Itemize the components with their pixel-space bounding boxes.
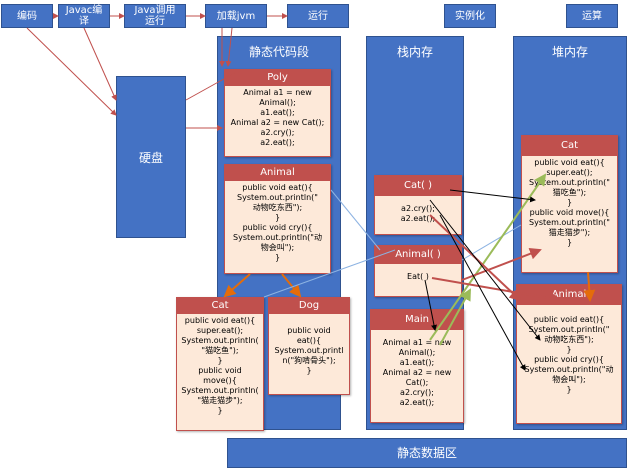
arrow-heap-cat-animal [583, 271, 596, 302]
disk-box: 硬盘 [116, 76, 186, 238]
step-encode: 编码 [1, 4, 53, 28]
disk-label: 硬盘 [138, 150, 163, 165]
arrow-eat-heap [431, 277, 562, 305]
arrow-black-3 [449, 189, 536, 203]
stack-cat-frame: Cat( ) a2.cry(); a2.eat(); [374, 175, 462, 235]
cat-static-body: public void eat(){ super.eat(); System.o… [181, 316, 259, 415]
arrow-disk-static [185, 69, 241, 101]
heap-title: 堆内存 [551, 45, 588, 59]
step-instantiate-label: 实例化 [455, 10, 485, 22]
animal-static-card: Animal public void eat(){ System.out.pri… [224, 164, 331, 274]
cat-static-title: Cat [177, 298, 263, 314]
arrow-stackanimal-heapcat [461, 247, 542, 281]
step-compute-label: 运算 [582, 10, 602, 22]
poly-card: Poly Animal a1 = new Animal(); a1.eat();… [224, 69, 331, 157]
arrow-encode-disk [26, 27, 117, 116]
stack-animal-frame: Animal( ) Eat( ) [374, 245, 462, 297]
static-data-label: 静态数据区 [396, 446, 457, 460]
cat-static-card: Cat public void eat(){ super.eat(); Syst… [176, 297, 264, 431]
arrow-javac-disk [83, 27, 117, 101]
animal-static-title: Animal [225, 165, 330, 181]
step-load-jvm: 加载jvm [205, 4, 267, 28]
heap-cat-object: Cat public void eat(){ super.eat(); Syst… [521, 135, 618, 273]
heap-animal-body: public void eat(){ System.out.println(" … [524, 315, 614, 394]
stack-cat-title: Cat( ) [375, 176, 461, 196]
step-javac-label: Javac编 译 [65, 5, 103, 27]
poly-body: Animal a1 = new Animal(); a1.eat(); Anim… [230, 88, 325, 147]
step-run-label: 运行 [308, 10, 328, 22]
arrow-main-heap-cat [429, 173, 547, 341]
step-run: 运行 [287, 4, 349, 28]
step-instantiate: 实例化 [444, 4, 496, 28]
heap-animal-object: Animal public void eat(){ System.out.pri… [516, 284, 622, 424]
stack-animal-title: Animal( ) [375, 246, 461, 264]
animal-static-body: public void eat(){ System.out.println(" … [233, 183, 322, 262]
step-java-run-label: Java调用 运行 [134, 5, 176, 27]
line-animal-stack [330, 189, 381, 251]
dog-static-card: Dog public void eat(){ System.out.printl… [268, 297, 350, 395]
static-data-area: 静态数据区 [227, 438, 627, 468]
stack-main-body: Animal a1 = new Animal(); a1.eat(); Anim… [382, 338, 452, 407]
arrow-animal-cat [223, 273, 251, 298]
step-javac: Javac编 译 [58, 4, 110, 28]
arrow-main-stack [439, 288, 471, 346]
poly-title: Poly [225, 70, 330, 86]
stack-animal-body: Eat( ) [407, 272, 429, 281]
arrow-animal-dog [281, 273, 302, 298]
heap-cat-title: Cat [522, 136, 617, 156]
step-compute: 运算 [566, 4, 618, 28]
arrow-black-4 [424, 279, 437, 331]
arrow-black-2 [439, 214, 526, 371]
stack-title: 栈内存 [396, 45, 433, 59]
line-cat-stack [263, 249, 396, 298]
step-encode-label: 编码 [17, 10, 37, 22]
step-load-jvm-label: 加载jvm [216, 10, 256, 22]
arrow-jvm-poly [225, 27, 233, 67]
dog-static-title: Dog [269, 298, 349, 314]
dog-static-body: public void eat(){ System.out.printl n("… [274, 326, 344, 375]
heap-cat-body: public void eat(){ super.eat(); System.o… [529, 158, 610, 247]
static-code-title: 静态代码段 [248, 45, 309, 59]
arrow-black-1 [429, 199, 541, 341]
stack-cat-body: a2.cry(); a2.eat(); [400, 204, 436, 223]
